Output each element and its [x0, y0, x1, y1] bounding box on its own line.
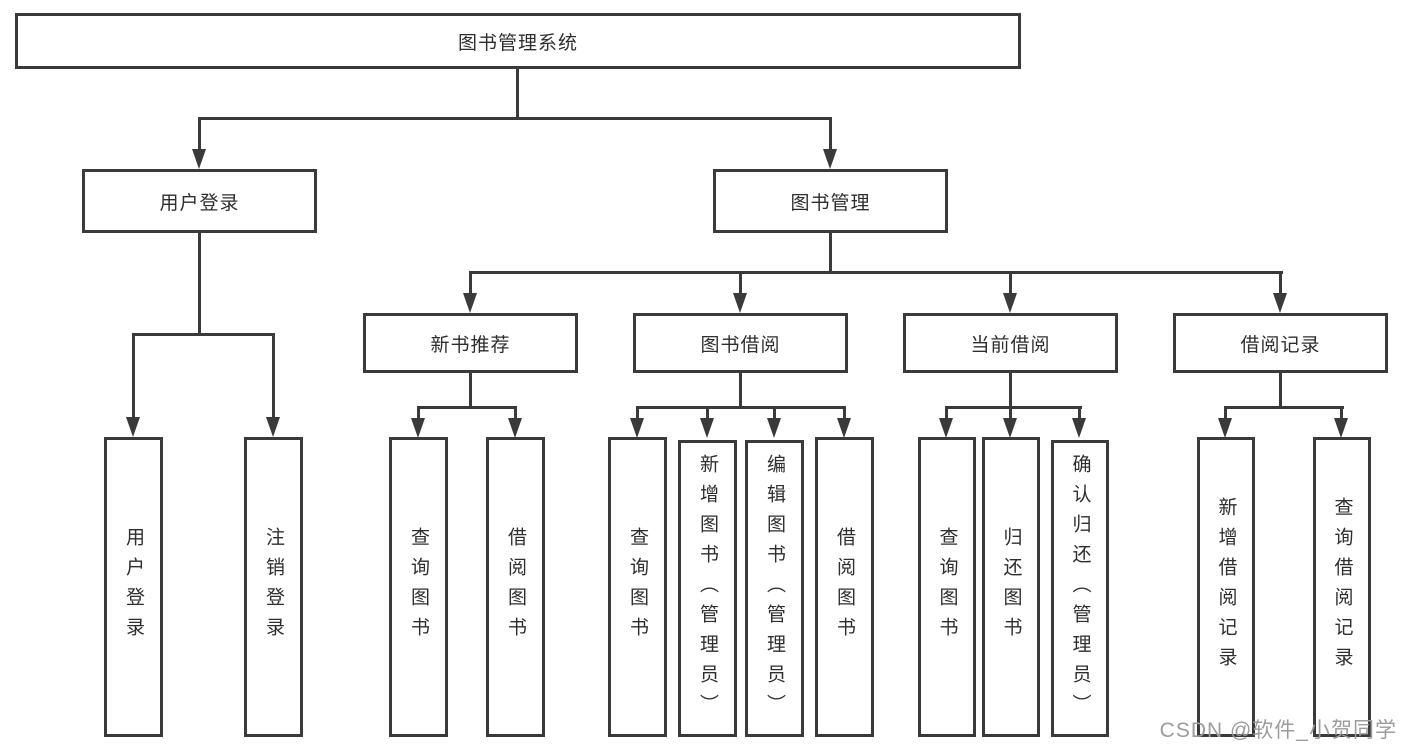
connector-line	[514, 406, 517, 420]
connector-line	[469, 271, 1283, 274]
node-label: 图书管理系统	[457, 32, 578, 54]
node-query-borrow-record: 查询借阅记录	[1313, 437, 1371, 737]
connector-line	[829, 233, 832, 274]
arrow-down-icon	[767, 418, 781, 438]
node-library-management-system: 图书管理系统	[15, 13, 1021, 69]
node-label: 查询图书	[936, 527, 958, 647]
node-label: 归还图书	[1000, 527, 1022, 647]
node-return-books: 归还图书	[982, 437, 1040, 737]
node-borrowing-records: 借阅记录	[1173, 313, 1388, 373]
node-label: 新书推荐	[430, 334, 511, 356]
connector-line	[843, 406, 846, 420]
node-label: 编辑图书（管理员）	[764, 453, 785, 724]
arrow-down-icon	[508, 418, 522, 438]
node-add-borrow-record: 新增借阅记录	[1197, 437, 1255, 737]
node-label: 注销登录	[263, 527, 284, 647]
connector-line	[945, 406, 948, 420]
arrow-down-icon	[192, 149, 206, 169]
arrow-down-icon	[463, 293, 477, 313]
connector-line	[829, 117, 832, 151]
arrow-down-icon	[1072, 418, 1086, 438]
connector-line	[1078, 406, 1081, 420]
connector-line	[1224, 406, 1344, 409]
connector-line	[132, 333, 275, 336]
connector-line	[739, 271, 742, 295]
node-label: 借阅图书	[505, 527, 526, 647]
node-current-borrowing: 当前借阅	[903, 313, 1118, 373]
arrow-down-icon	[837, 418, 851, 438]
connector-line	[636, 406, 639, 420]
connector-line	[469, 373, 472, 409]
node-label: 用户登录	[123, 527, 144, 647]
node-query-books-recommend: 查询图书	[389, 437, 448, 737]
node-user-login: 用户登录	[82, 169, 317, 233]
connector-line	[1279, 271, 1282, 295]
arrow-down-icon	[411, 418, 425, 438]
arrow-down-icon	[1218, 418, 1232, 438]
connector-line	[198, 233, 201, 336]
node-label: 新增借阅记录	[1215, 497, 1237, 677]
arrow-down-icon	[1003, 418, 1017, 438]
node-label: 用户登录	[159, 192, 240, 214]
node-query-books-borrowing: 查询图书	[608, 437, 667, 737]
node-label: 图书借阅	[700, 334, 781, 356]
node-label: 当前借阅	[970, 334, 1051, 356]
node-label: 借阅图书	[834, 527, 855, 647]
connector-line	[945, 406, 1082, 409]
arrow-down-icon	[1273, 293, 1287, 313]
arrow-down-icon	[266, 417, 280, 437]
node-label: 查询借阅记录	[1331, 497, 1353, 677]
node-label: 查询图书	[627, 527, 648, 647]
node-logout: 注销登录	[244, 437, 303, 737]
node-user-login-leaf: 用户登录	[104, 437, 163, 737]
arrow-down-icon	[939, 418, 953, 438]
connector-line	[773, 406, 776, 420]
arrow-down-icon	[823, 149, 837, 169]
node-book-management: 图书管理	[713, 169, 948, 233]
node-label: 确认归还（管理员）	[1069, 453, 1091, 724]
connector-line	[417, 406, 517, 409]
arrow-down-icon	[630, 418, 644, 438]
connector-line	[1279, 373, 1282, 409]
node-query-books-current: 查询图书	[918, 437, 976, 737]
arrow-down-icon	[126, 417, 140, 437]
node-edit-book-admin: 编辑图书（管理员）	[745, 440, 804, 737]
connector-line	[198, 117, 832, 120]
connector-line	[1340, 406, 1343, 420]
node-new-book-recommend: 新书推荐	[363, 313, 578, 373]
node-borrow-books: 借阅图书	[815, 437, 874, 737]
node-label: 借阅记录	[1240, 334, 1321, 356]
connector-line	[272, 333, 275, 419]
connector-line	[516, 69, 519, 120]
arrow-down-icon	[1334, 418, 1348, 438]
arrow-down-icon	[733, 293, 747, 313]
node-book-borrowing: 图书借阅	[633, 313, 848, 373]
connector-line	[739, 373, 742, 409]
node-confirm-return-admin: 确认归还（管理员）	[1051, 440, 1109, 737]
connector-line	[1009, 373, 1012, 409]
arrow-down-icon	[700, 418, 714, 438]
node-borrow-books-recommend: 借阅图书	[486, 437, 545, 737]
connector-line	[132, 333, 135, 419]
connector-line	[417, 406, 420, 420]
csdn-watermark: CSDN @软件_小贺同学	[1159, 719, 1397, 742]
connector-line	[636, 406, 846, 409]
connector-line	[1009, 271, 1012, 295]
node-add-book-admin: 新增图书（管理员）	[678, 440, 737, 737]
connector-line	[706, 406, 709, 420]
node-label: 新增图书（管理员）	[697, 453, 718, 724]
node-label: 查询图书	[408, 527, 429, 647]
arrow-down-icon	[1003, 293, 1017, 313]
connector-line	[198, 117, 201, 151]
connector-line	[1224, 406, 1227, 420]
connector-line	[1009, 406, 1012, 420]
node-label: 图书管理	[790, 192, 871, 214]
connector-line	[469, 271, 472, 295]
